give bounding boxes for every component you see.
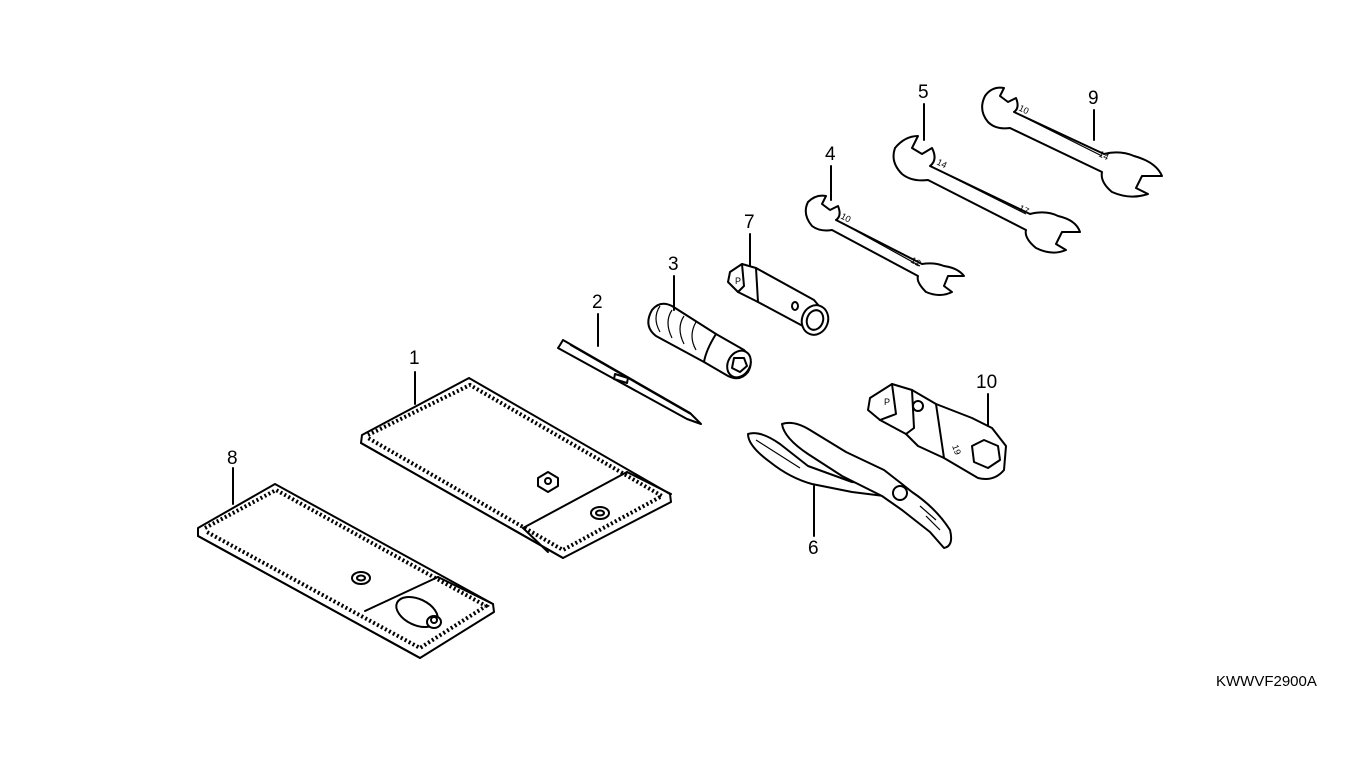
box-wrench: P 19 [867,383,1007,480]
callout-6: 6 [808,538,819,559]
drawing-code: KWWVF2900A [1216,673,1317,690]
pliers [747,421,953,549]
callout-4: 4 [825,144,836,165]
box-wrench-size: 19 [950,443,963,456]
plug-socket: P [727,263,830,336]
wrench-4-size-a: 10 [839,211,853,225]
wrench-4-size-b: 12 [909,255,923,269]
socket-mark: P [735,276,741,286]
leader-lines [232,103,1095,537]
wrench-9-size-a: 10 [1017,103,1030,116]
callout-8: 8 [227,448,238,469]
wrench-14x17: 14 17 [892,135,1081,254]
callout-5: 5 [918,82,929,103]
tool-bag-large [360,377,672,559]
callout-2: 2 [592,292,603,313]
wrench-5-size-a: 14 [935,157,948,170]
callout-9: 9 [1088,88,1099,109]
wrench-10x14: 10 14 [981,86,1163,198]
screwdriver-handle [647,302,752,380]
wrench-9-size-b: 14 [1097,149,1110,162]
callout-labels: 1 2 3 4 5 6 7 8 9 10 [227,82,1099,559]
box-wrench-mark: P [884,397,890,407]
callout-3: 3 [668,254,679,275]
wrench-10x12: 10 12 [804,194,965,296]
screwdriver-blade [557,339,702,425]
wrench-5-size-b: 17 [1017,203,1030,216]
tool-bag-small [197,483,495,659]
callout-10: 10 [976,372,997,393]
callout-7: 7 [744,212,755,233]
callout-1: 1 [409,348,420,369]
